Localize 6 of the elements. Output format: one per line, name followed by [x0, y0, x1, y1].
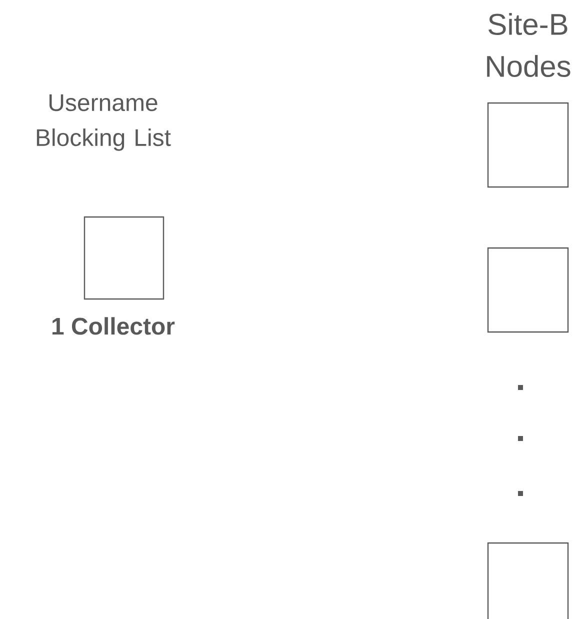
- collector-box: Username Blocking List 1 Collector: [36, 94, 175, 335]
- empty-box: [487, 102, 569, 188]
- empty-box: [487, 247, 569, 333]
- node-label: 1 Collector: [52, 317, 175, 335]
- node-label: Username Blocking List: [36, 94, 171, 151]
- empty-box: [487, 542, 569, 619]
